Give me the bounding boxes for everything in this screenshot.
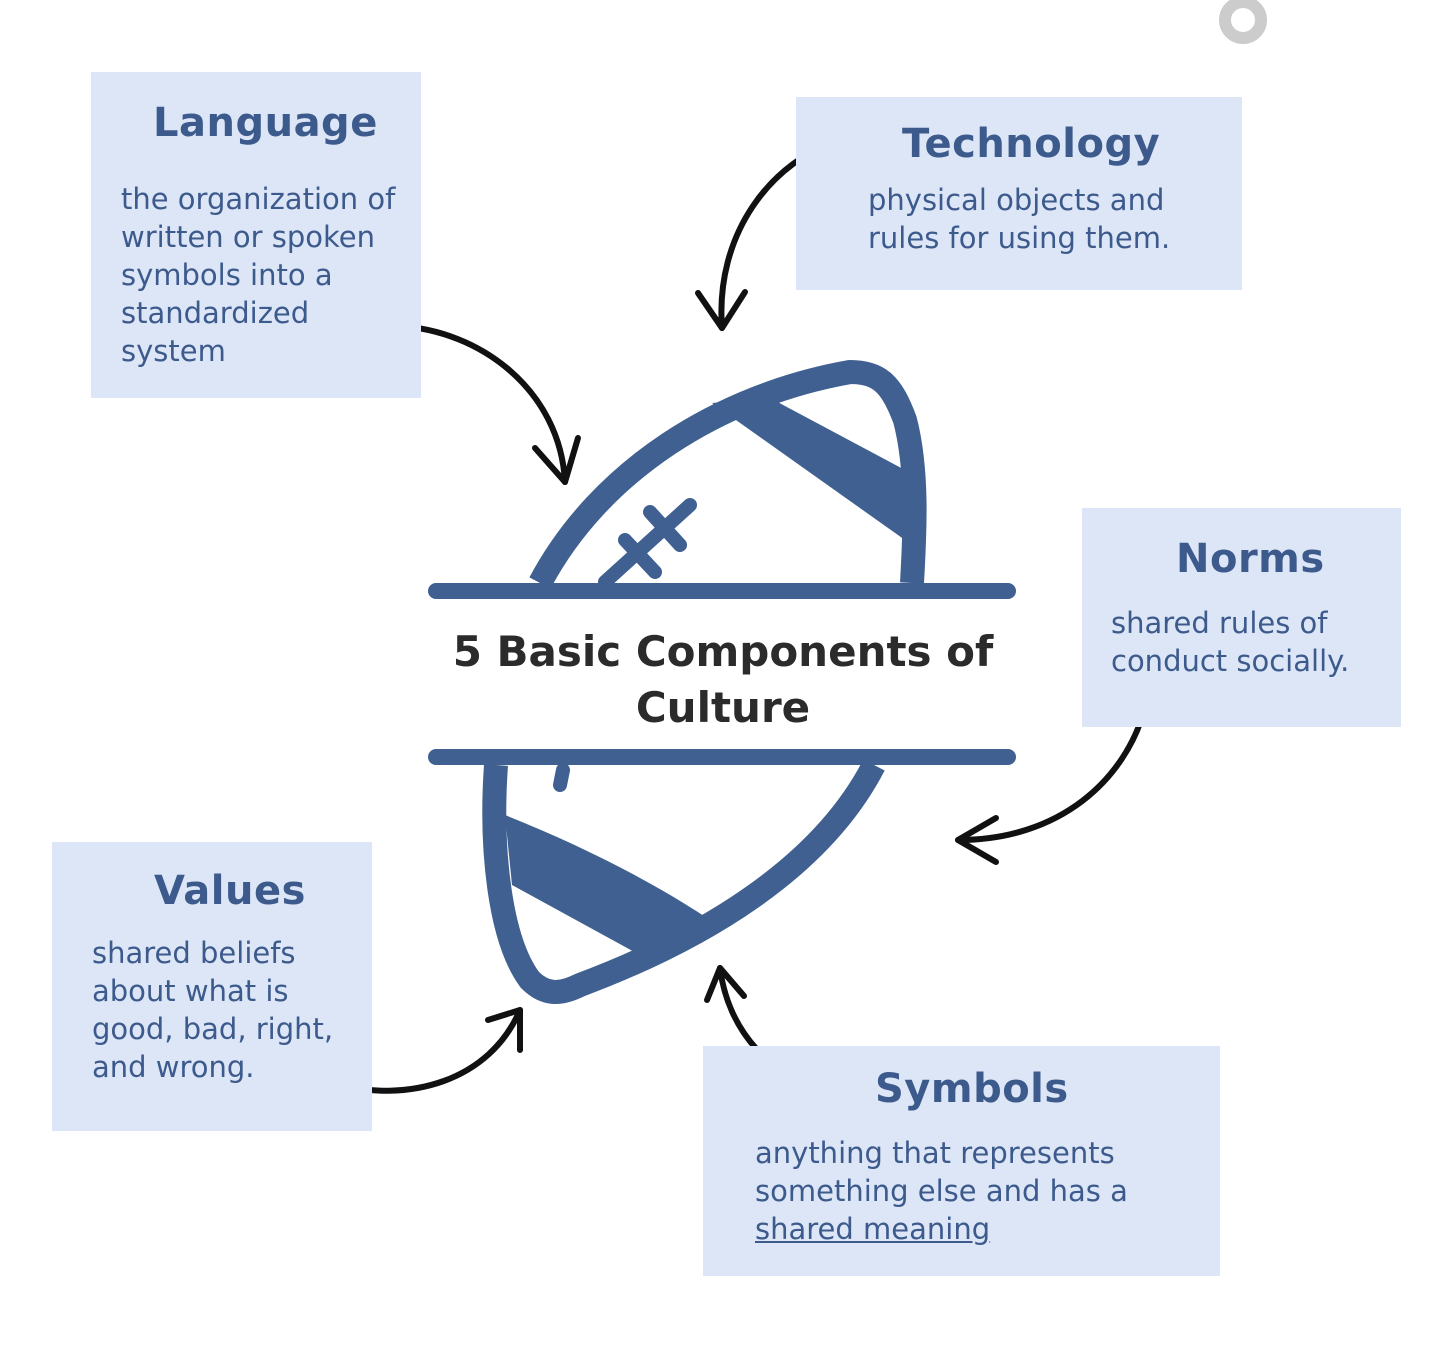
symbols-text-plain: anything that represents something else … — [755, 1136, 1128, 1208]
language-text: the organization of written or spoken sy… — [121, 182, 396, 368]
language-title: Language — [153, 100, 378, 146]
symbols-title: Symbols — [875, 1066, 1069, 1112]
technology-card: Technology physical objects and rules fo… — [796, 97, 1242, 290]
technology-text: physical objects and rules for using the… — [868, 183, 1171, 255]
norms-title: Norms — [1176, 536, 1325, 582]
center-title: 5 Basic Components of Culture — [452, 627, 994, 732]
norms-card: Norms shared rules of conduct socially. — [1082, 508, 1401, 727]
shared-meaning-link[interactable]: shared meaning — [755, 1212, 991, 1246]
symbols-text: anything that represents something else … — [755, 1134, 1205, 1248]
values-title: Values — [154, 868, 306, 914]
values-text: shared beliefs about what is good, bad, … — [92, 936, 334, 1084]
norms-text: shared rules of conduct socially. — [1111, 606, 1350, 678]
language-card: Language the organization of written or … — [91, 72, 421, 398]
symbols-card: Symbols anything that represents somethi… — [703, 1046, 1220, 1276]
ring-icon — [1219, 0, 1267, 44]
values-card: Values shared beliefs about what is good… — [52, 842, 372, 1131]
technology-title: Technology — [902, 121, 1161, 167]
football-icon — [428, 360, 1016, 1004]
